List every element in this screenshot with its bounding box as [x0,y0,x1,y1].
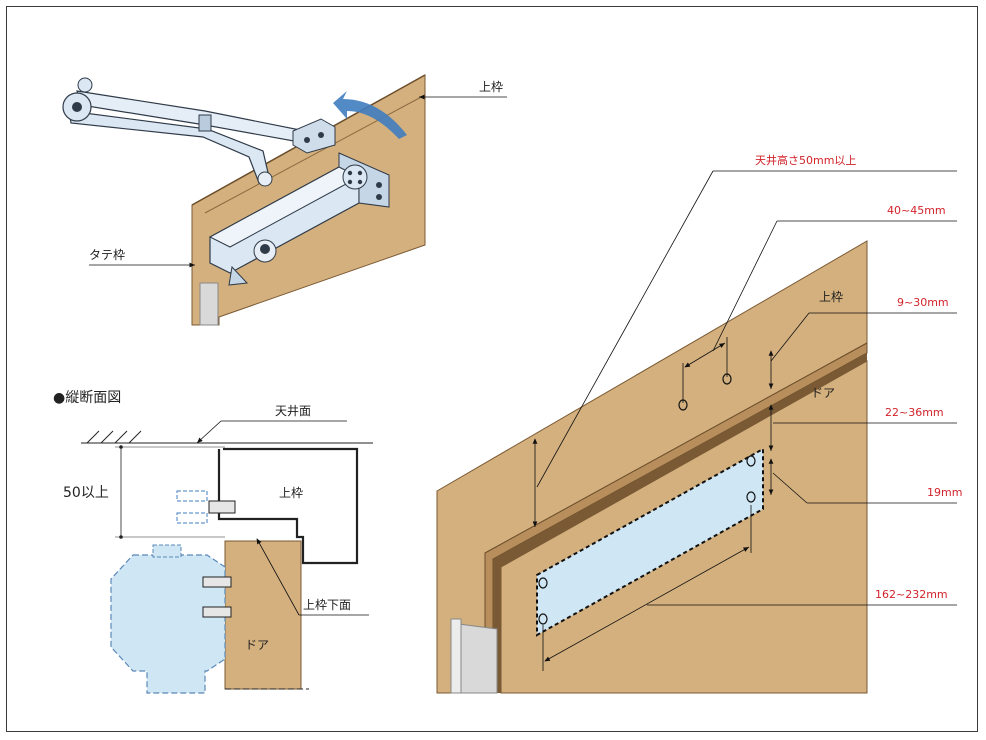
installation-diagram: 上枠 タテ枠 ●縦断面図 天井面 50以上 上枠 [53,74,962,694]
upper-frame-profile [217,447,359,565]
label-upper-frame-section: 上枠 [279,486,303,500]
label-upper-frame-mount: 上枠 [819,290,843,304]
dim-plate-height: 19mm [927,486,962,499]
closer-section-ghost [110,554,226,694]
mounting-view: 上枠 ドア 天井高さ50mm以上 40~45mm 9~30mm 22~36mm … [436,153,962,694]
diagram-frame: 上枠 タテ枠 ●縦断面図 天井面 50以上 上枠 [6,6,978,732]
label-ceiling: 天井面 [275,404,311,418]
rotation-arrow-icon [333,91,407,139]
perspective-view: 上枠 タテ枠 [62,74,507,326]
label-vertical-frame: タテ枠 [89,248,125,262]
dim-plate-offset: 22~36mm [885,406,944,419]
label-min-height: 50以上 [63,485,109,501]
section-title: ●縦断面図 [53,390,121,406]
label-frame-underside: 上枠下面 [303,598,351,612]
section-view: ●縦断面図 天井面 50以上 上枠 ドア [53,390,373,694]
dim-plate-length: 162~232mm [875,588,948,601]
label-door-section: ドア [245,638,269,652]
dim-ceiling-height: 天井高さ50mm以上 [755,153,856,167]
door-section [224,540,302,690]
dim-frame-offset: 9~30mm [897,296,949,309]
vertical-frame-strip [199,282,219,326]
label-door-mount: ドア [811,386,835,400]
dim-hole-spacing: 40~45mm [887,204,946,217]
label-upper-frame-perspective: 上枠 [479,80,503,94]
